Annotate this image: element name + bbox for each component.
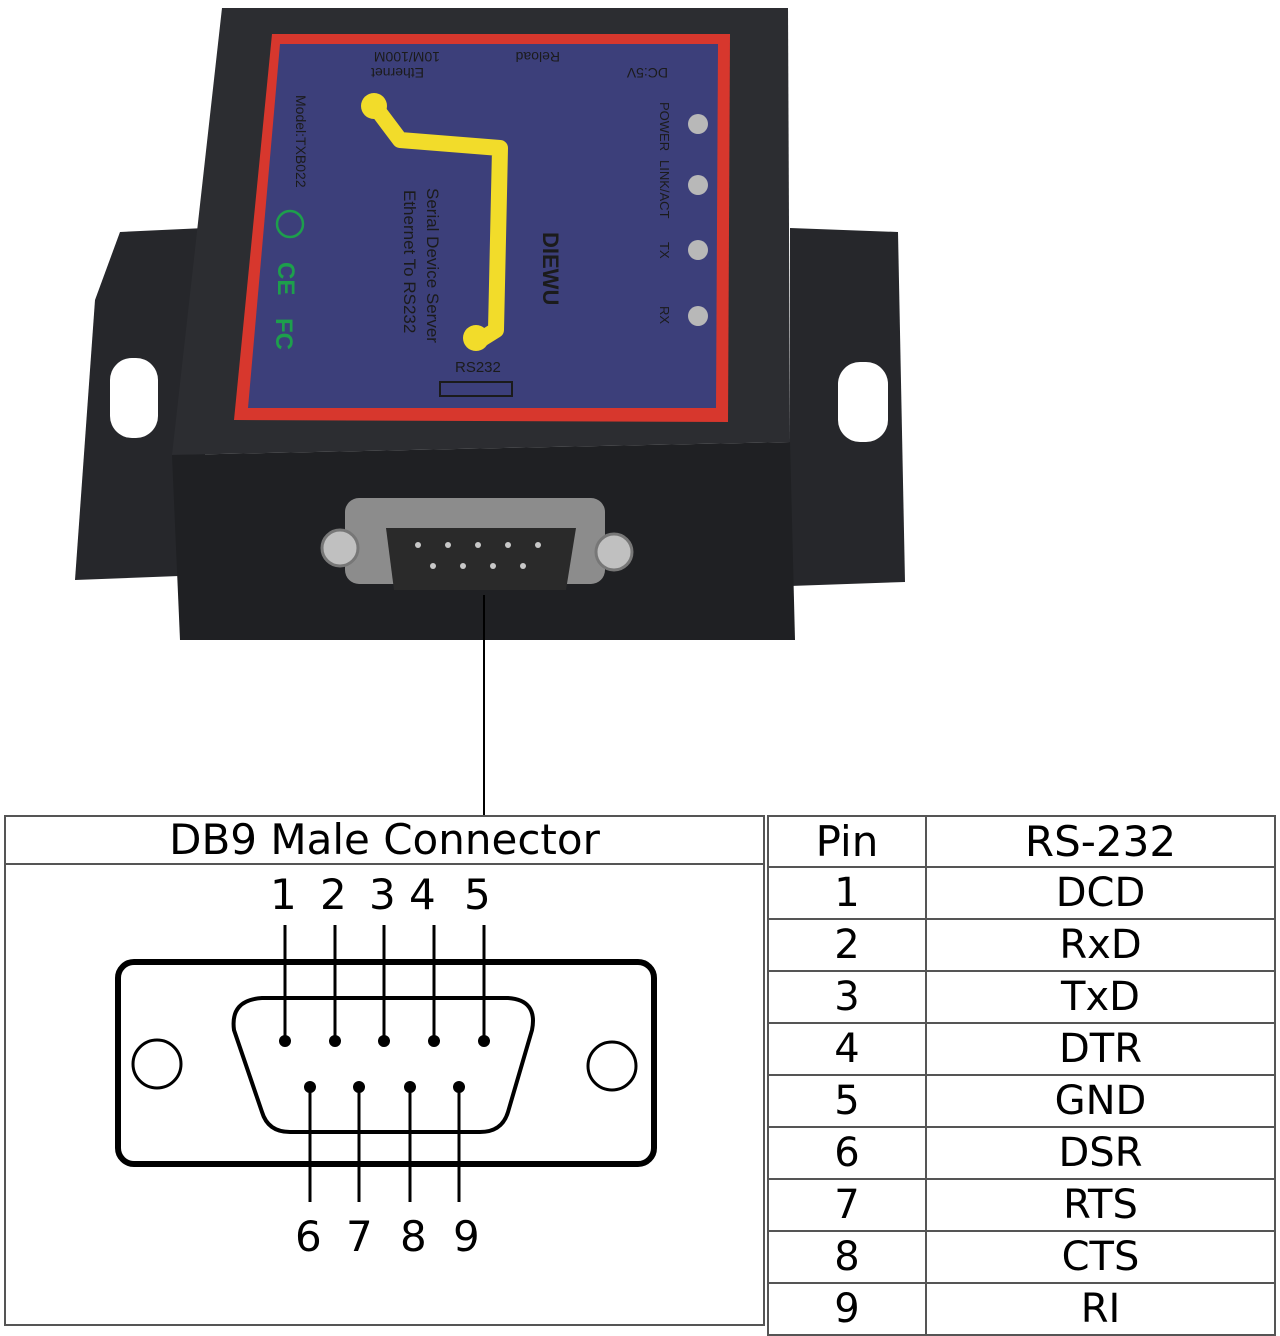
reload-label: Reload	[516, 49, 560, 65]
brand-label: DIEWU	[538, 232, 563, 305]
pin-cell: 8	[767, 1230, 927, 1284]
pin-number-2: 2	[320, 870, 347, 919]
screw-right	[594, 532, 634, 572]
db9-pin-lines	[283, 925, 486, 1202]
signal-cell: DCD	[925, 866, 1276, 920]
pin-cell: 5	[767, 1074, 927, 1128]
signal-column-header: RS-232	[925, 815, 1276, 868]
pin-cell: 9	[767, 1282, 927, 1336]
yellow-trace	[368, 100, 508, 348]
connector-face	[386, 528, 576, 590]
ethernet-label: Ethernet	[371, 65, 424, 81]
signal-cell: RxD	[925, 918, 1276, 972]
pin-cell: 1	[767, 866, 927, 920]
signal-cell: CTS	[925, 1230, 1276, 1284]
led-label-link: LINK/ACT	[657, 160, 672, 219]
pin-number-1: 1	[270, 870, 297, 919]
pin-cell: 6	[767, 1126, 927, 1180]
right-ear-slot	[838, 362, 888, 442]
pin-number-5: 5	[464, 870, 491, 919]
connector-pins	[415, 542, 541, 569]
pin-number-4: 4	[409, 870, 436, 919]
pin-number-3: 3	[369, 870, 396, 919]
pinout-header-row: Pin RS-232	[767, 815, 1276, 868]
led-power	[688, 114, 708, 134]
product-line1: Serial Device Server	[423, 188, 442, 343]
led-label-tx: TX	[657, 242, 672, 259]
signal-cell: GND	[925, 1074, 1276, 1128]
label-panel	[248, 44, 718, 408]
led-link	[688, 175, 708, 195]
product-line2: Ethernet To RS232	[400, 190, 419, 333]
pin-cell: 3	[767, 970, 927, 1024]
db9-d-shape	[231, 996, 535, 1134]
db9-mount-hole-right	[586, 1040, 638, 1092]
left-ear-slot	[110, 358, 158, 438]
led-label-power: POWER	[657, 102, 672, 151]
rohs-icon	[275, 209, 305, 239]
pin-number-6: 6	[295, 1212, 322, 1261]
rs232-port-icon	[439, 381, 513, 397]
signal-cell: DTR	[925, 1022, 1276, 1076]
led-tx	[688, 240, 708, 260]
trace-end-bottom	[463, 325, 489, 351]
pin-cell: 7	[767, 1178, 927, 1232]
fc-mark: FC	[270, 318, 297, 350]
ethernet-speed-label: 10M/100M	[374, 49, 440, 65]
db9-mount-hole-left	[131, 1038, 183, 1090]
db9-title: DB9 Male Connector	[4, 815, 765, 865]
signal-cell: RTS	[925, 1178, 1276, 1232]
trace-end-top	[361, 93, 387, 119]
pin-cell: 4	[767, 1022, 927, 1076]
pin-number-8: 8	[400, 1212, 427, 1261]
signal-cell: RI	[925, 1282, 1276, 1336]
db9-panel	[4, 815, 765, 1326]
ce-mark: CE	[272, 262, 299, 295]
signal-cell: TxD	[925, 970, 1276, 1024]
db9-pin-dots	[279, 1035, 490, 1093]
pin-number-7: 7	[346, 1212, 373, 1261]
led-rx	[688, 306, 708, 326]
rs232-port-label: RS232	[455, 359, 501, 376]
signal-cell: DSR	[925, 1126, 1276, 1180]
screw-left	[320, 528, 360, 568]
pin-cell: 2	[767, 918, 927, 972]
pin-number-9: 9	[453, 1212, 480, 1261]
model-label: Model:TXB022	[293, 95, 309, 188]
db9-outer-shell	[115, 959, 657, 1167]
pin-column-header: Pin	[767, 815, 927, 868]
dc-label: DC:5V	[626, 65, 668, 81]
led-label-rx: RX	[657, 306, 672, 324]
